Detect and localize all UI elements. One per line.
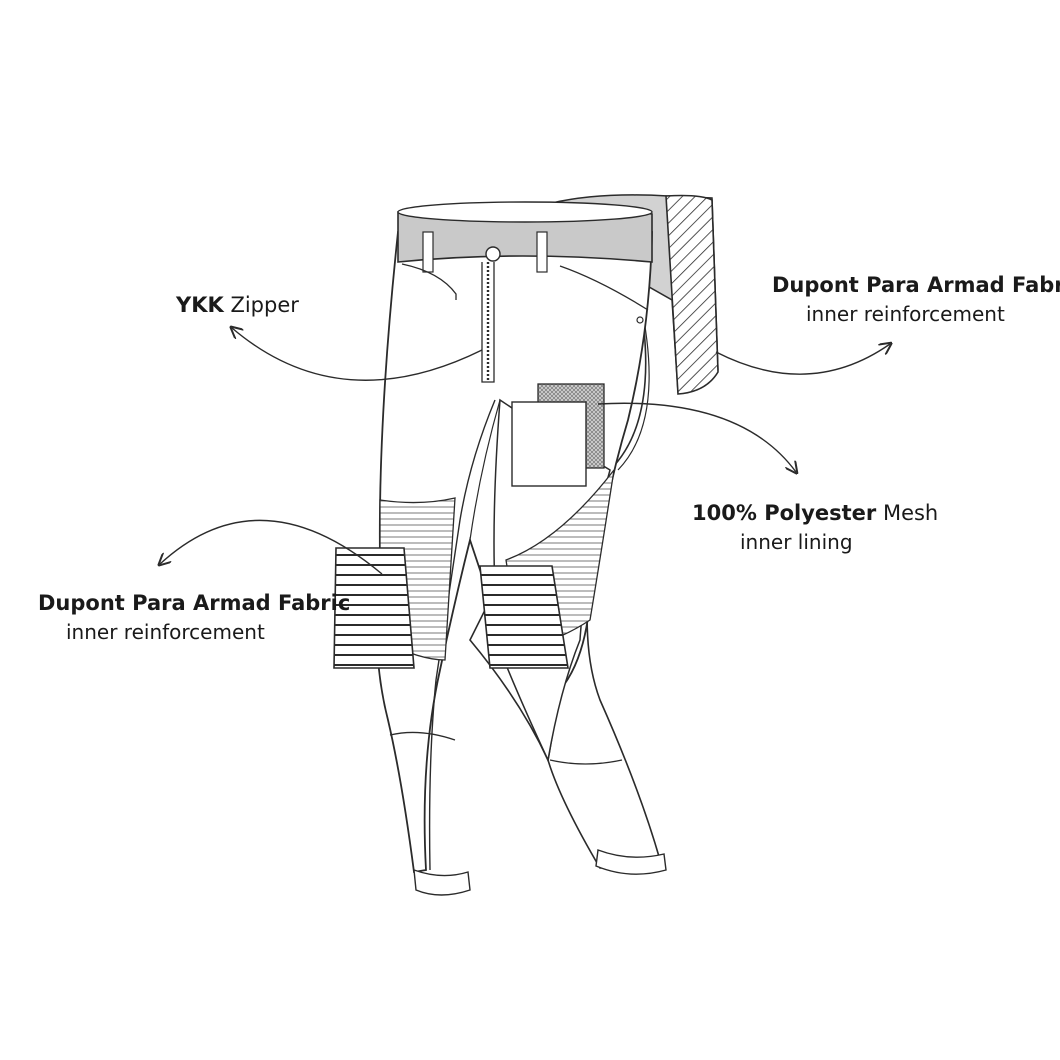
knee-reinforcement-panels — [333, 547, 569, 669]
mesh-callout-sub: inner lining — [740, 530, 853, 555]
zipper-callout-bold: YKK — [176, 293, 224, 317]
front-waistband — [397, 201, 653, 273]
mesh-callout-bold: 100% Polyester — [692, 501, 877, 525]
left-hem — [413, 868, 471, 896]
knee-fabric-arrow — [160, 519, 383, 575]
knee-fabric-callout-bold: Dupont Para Armad Fabric — [38, 591, 351, 615]
knee-fabric-callout: Dupont Para Armad Fabric inner reinforce… — [38, 590, 350, 645]
callout-arrows — [160, 328, 890, 575]
knee-fabric-callout-sub: inner reinforcement — [66, 620, 265, 645]
hip-fabric-callout-sub: inner reinforcement — [806, 302, 1005, 327]
mesh-callout-rest: Mesh — [876, 501, 939, 525]
zipper-fly — [481, 262, 495, 383]
hip-fabric-callout-bold: Dupont Para Armad Fabric — [772, 273, 1060, 297]
hip-fabric-arrow — [715, 344, 890, 375]
hip-fabric-callout: Dupont Para Armad Fabric inner reinforce… — [772, 272, 1060, 327]
mesh-arrow — [597, 402, 796, 472]
zipper-callout-rest: Zipper — [223, 293, 299, 317]
front-pockets — [401, 263, 649, 324]
zipper-callout: YKK Zipper — [176, 292, 299, 318]
mesh-lining-panel — [511, 383, 605, 487]
zipper-arrow — [232, 328, 483, 381]
hip-reinforcement-panel — [665, 194, 719, 395]
mesh-callout: 100% Polyester Mesh inner lining — [692, 500, 938, 555]
